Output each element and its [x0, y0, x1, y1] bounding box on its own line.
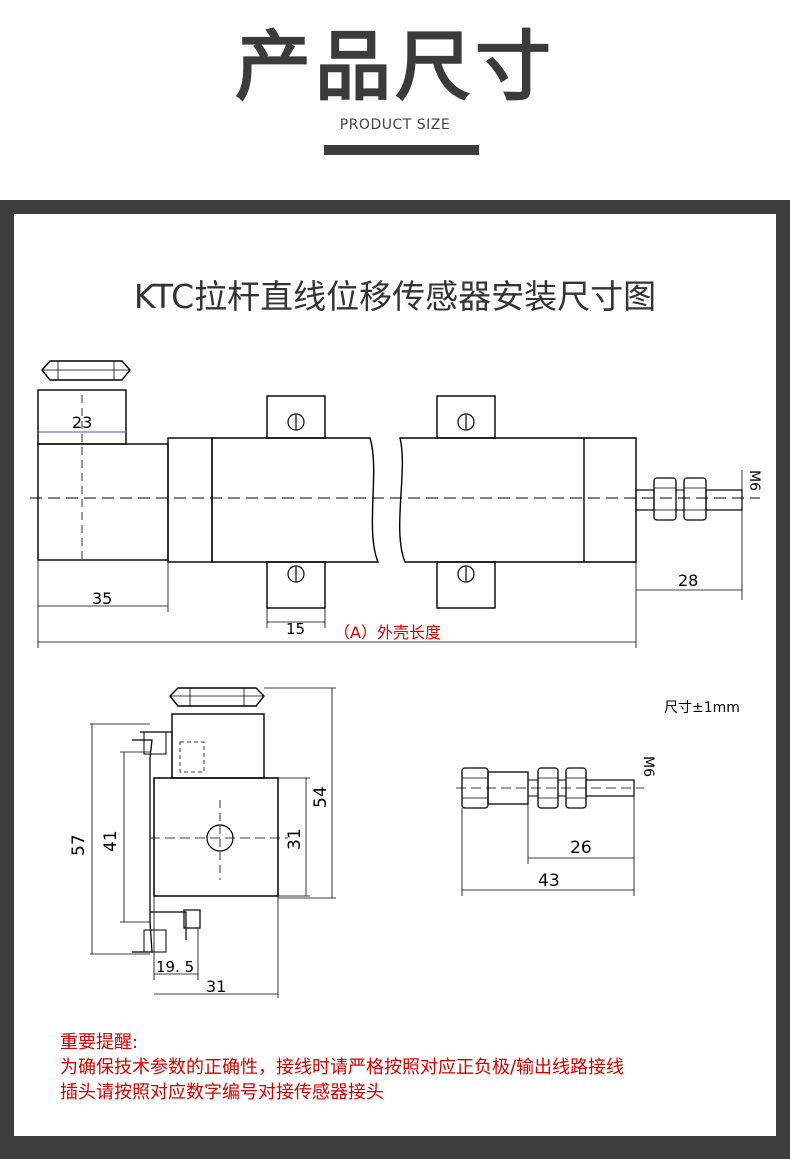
dim-thread-rod: M6 [640, 756, 656, 777]
dim-shell-length: （A）外壳长度 [334, 623, 441, 642]
dim-offset: 19. 5 [156, 958, 194, 976]
dim-total-height: 57 [69, 834, 89, 856]
title-underline [324, 145, 479, 155]
rod-view [456, 767, 644, 896]
dim-connector-length: 35 [92, 589, 112, 608]
dim-rod-extension: 28 [678, 571, 698, 590]
notice-line-2: 插头请按照对应数字编号对接传感器接头 [60, 1082, 384, 1103]
page-subtitle: PRODUCT SIZE [339, 117, 451, 133]
page-title: 产品尺寸 [235, 22, 555, 111]
dim-thread-main: M6 [746, 470, 762, 491]
dim-overall-height: 54 [311, 786, 331, 808]
dim-bracket-width: 15 [286, 620, 305, 638]
drawing-title: KTC拉杆直线位移传感器安装尺寸图 [133, 277, 657, 316]
dim-thread-length: 26 [570, 838, 592, 858]
dim-connector-width: 23 [72, 413, 92, 432]
notice-line-1: 为确保技术参数的正确性，接线时请严格按照对应正负极/输出线路接线 [60, 1057, 625, 1078]
dim-bracket-height: 41 [101, 830, 121, 852]
drawing-panel [14, 214, 776, 1136]
main-side-view [30, 360, 760, 648]
dim-body-height: 31 [285, 828, 305, 850]
notice-heading: 重要提醒: [60, 1032, 139, 1053]
tolerance-note: 尺寸±1mm [664, 700, 740, 716]
dim-total-length: 43 [538, 871, 560, 891]
important-notice: 重要提醒: 为确保技术参数的正确性，接线时请严格按照对应正负极/输出线路接线 插… [60, 1030, 624, 1105]
end-view [90, 687, 336, 998]
dim-width: 31 [206, 977, 226, 996]
